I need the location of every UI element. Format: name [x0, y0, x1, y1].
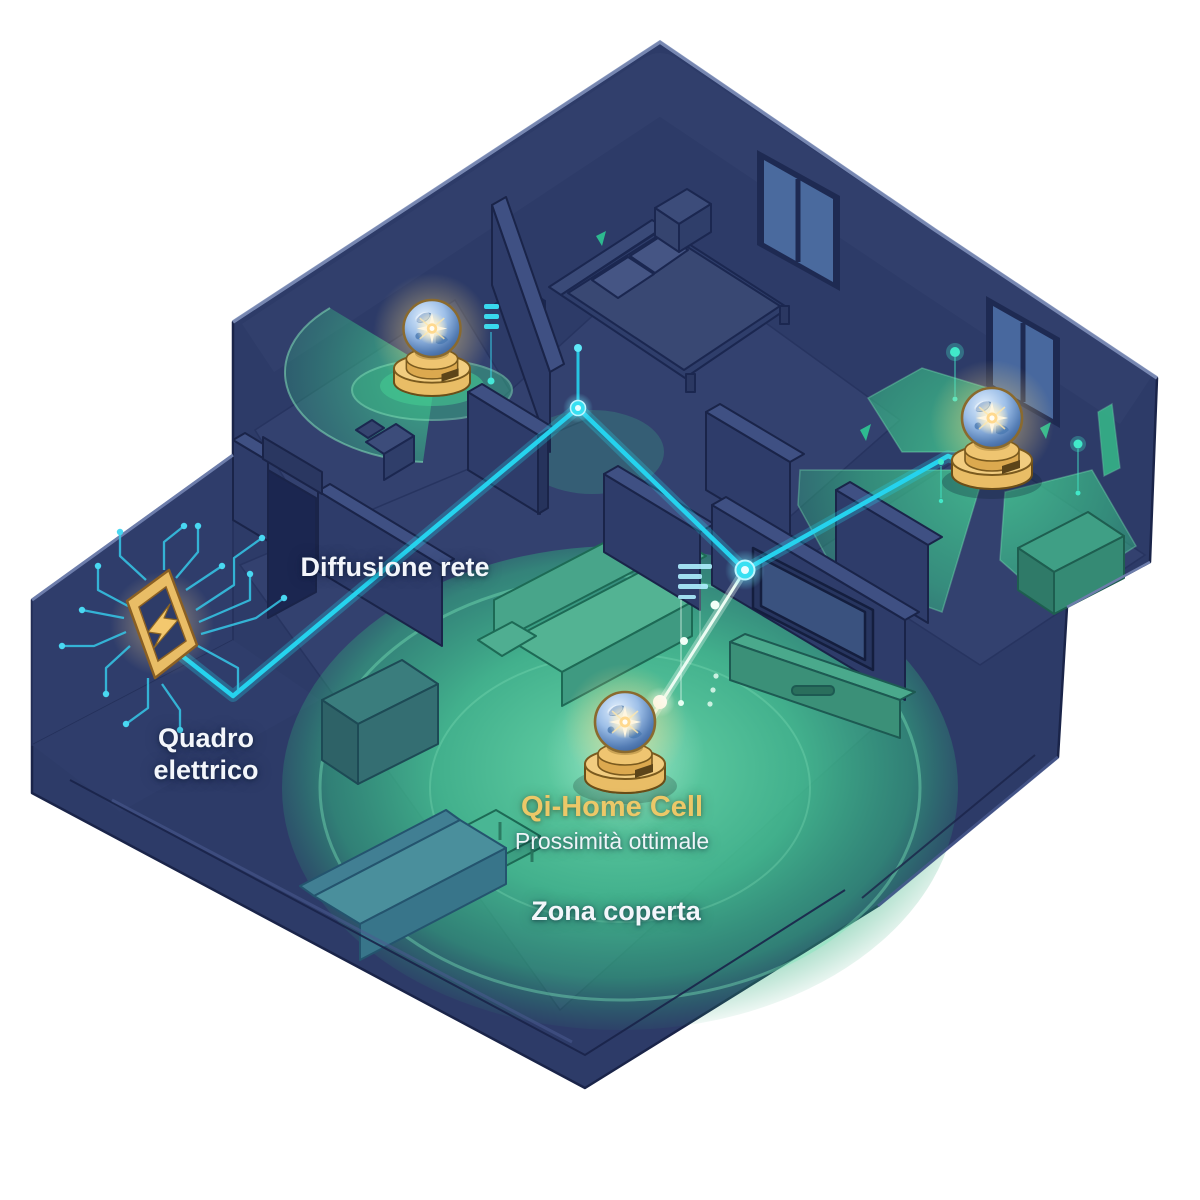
bedroom-furniture — [355, 188, 790, 481]
status-bars-icon — [678, 564, 712, 599]
partition-walls — [232, 196, 943, 701]
tv-screen — [751, 546, 875, 672]
tv-setup — [729, 546, 916, 739]
tv-console — [729, 633, 916, 739]
edge-lines — [31, 39, 1158, 1057]
right-room-bench — [1017, 511, 1125, 615]
right-room-signal-dots — [938, 343, 1086, 504]
bedroom-window — [757, 150, 840, 291]
circuit-traces — [62, 525, 285, 730]
doorway-opening — [267, 469, 317, 619]
bed-pillow — [591, 256, 655, 299]
trace-dots — [58, 522, 288, 734]
sideboard — [321, 659, 439, 785]
second-couch — [299, 809, 507, 961]
electrical-panel — [58, 522, 288, 734]
nightstand — [654, 188, 712, 253]
lightning-bolt-icon — [147, 603, 179, 649]
toilet — [355, 419, 415, 481]
sofa — [477, 525, 707, 707]
living-furniture — [299, 525, 707, 961]
